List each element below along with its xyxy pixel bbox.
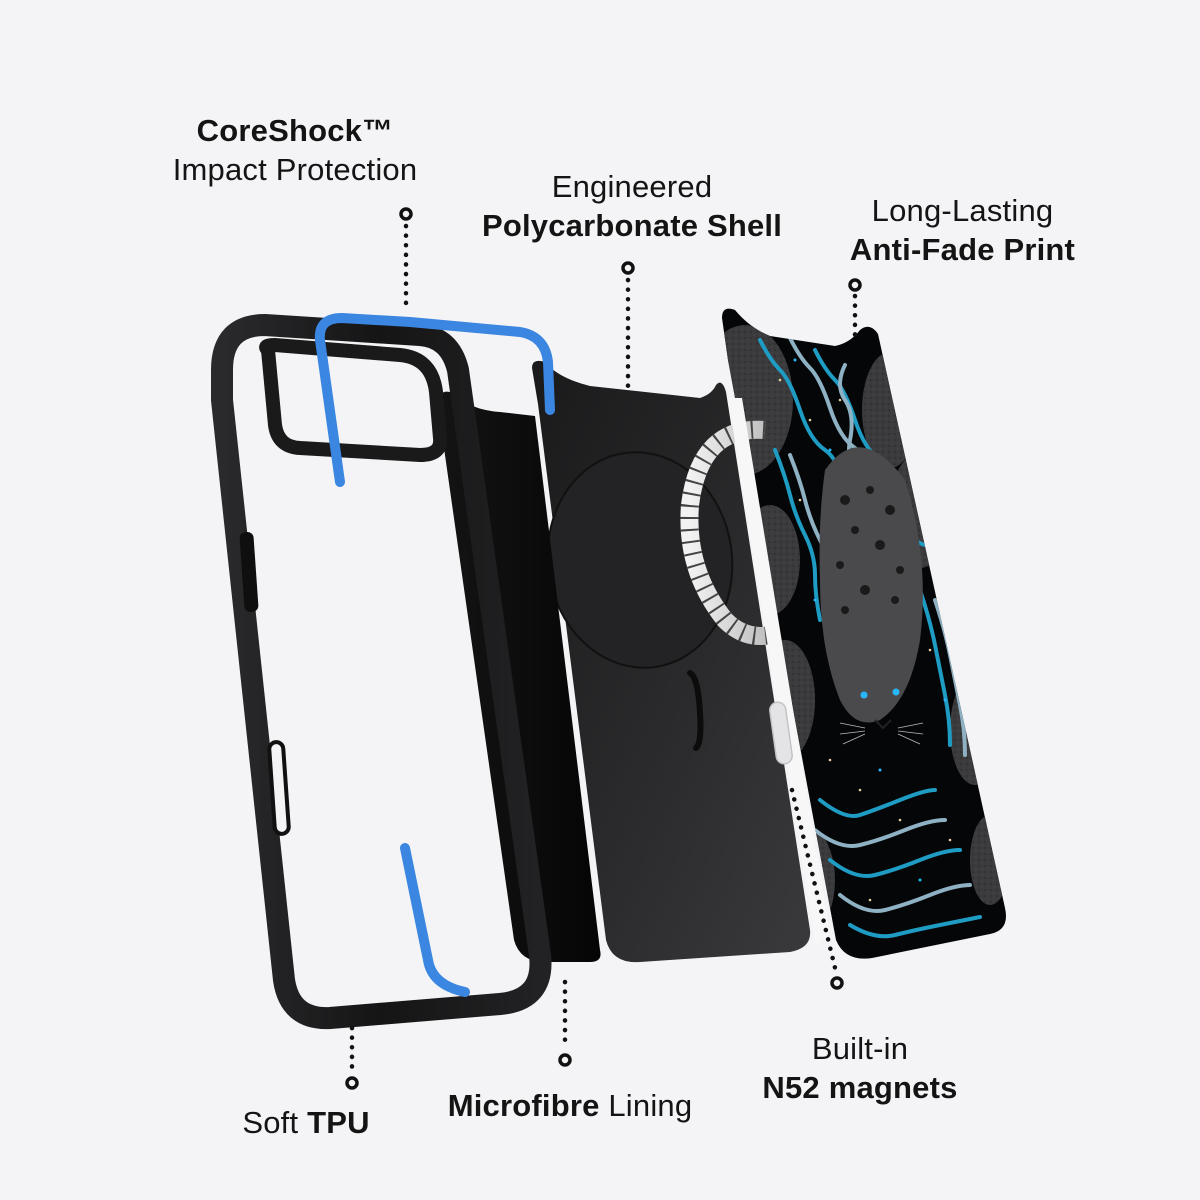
magnet-ring — [680, 398, 830, 945]
label-polycarbonate-title: Polycarbonate Shell — [481, 207, 783, 243]
label-antifade: Long-Lasting Anti-Fade Print — [820, 192, 1105, 270]
label-magnets-title: N52 magnets — [762, 1069, 958, 1105]
label-magnets-subtitle: Built-in — [811, 1031, 909, 1066]
coreshock-bumper — [314, 313, 555, 997]
label-tpu-title: TPU — [307, 1105, 370, 1140]
label-coreshock-title: CoreShock™ — [196, 113, 394, 148]
callout-dot-microfibre — [558, 1053, 572, 1067]
label-polycarbonate: Engineered Polycarbonate Shell — [462, 168, 802, 246]
label-tpu: Soft TPU — [216, 1104, 396, 1143]
label-antifade-subtitle: Long-Lasting — [871, 193, 1054, 228]
label-magnets: Built-in N52 magnets — [740, 1030, 980, 1108]
tpu-frame — [211, 314, 552, 1030]
callout-dot-magnets — [830, 976, 844, 990]
label-antifade-title: Anti-Fade Print — [849, 231, 1076, 267]
label-coreshock-subtitle: Impact Protection — [172, 151, 418, 187]
label-microfibre-title: Microfibre — [447, 1088, 600, 1123]
callout-dot-tpu — [345, 1076, 359, 1090]
label-polycarbonate-subtitle: Engineered — [551, 169, 713, 204]
label-microfibre-suffix: Lining — [599, 1088, 693, 1123]
label-tpu-prefix: Soft — [242, 1105, 308, 1140]
callout-dot-coreshock — [399, 207, 413, 221]
callout-dot-polycarbonate — [621, 261, 635, 275]
label-microfibre: Microfibre Lining — [420, 1087, 720, 1126]
leopard-artwork — [819, 447, 924, 745]
label-coreshock: CoreShock™ Impact Protection — [140, 112, 450, 190]
callout-dot-antifade — [848, 278, 862, 292]
